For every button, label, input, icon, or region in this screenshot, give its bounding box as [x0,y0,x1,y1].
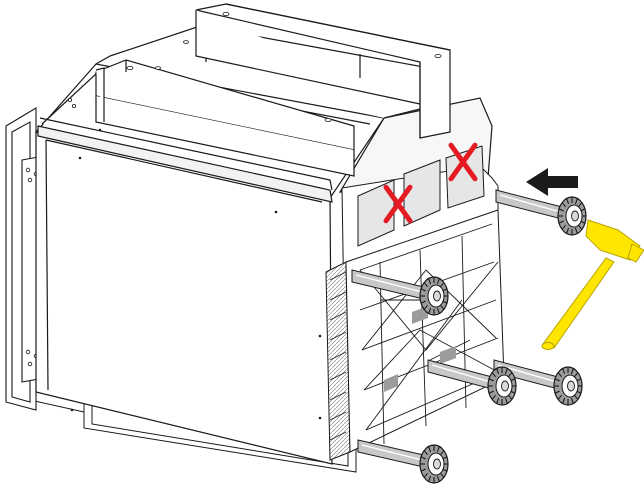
fastener-bottom-left-knurl [423,450,429,456]
fastener-upper-right-rod-highlight [499,194,565,214]
fastener-lower-right-knurl [554,390,560,394]
fastener-bottom-left-knurl [420,456,426,460]
fastener-upper-right-knurl [577,224,583,230]
fastener-lower-right-rod-highlight [497,364,561,384]
fastener-middle-left-knurl [439,304,445,310]
fastener-lower-right-knurl [557,372,563,378]
fastener-lower-center-knurl [496,397,500,404]
fastener-middle-left-knurl [436,278,440,285]
fastener-lower-center-knurl [488,390,494,394]
fastener-lower-right-knurl [570,397,574,404]
fastener-lower-right-knurl [562,397,566,404]
fastener-lower-center-rod-highlight [431,364,495,384]
top-support-beams [68,3,451,177]
fastener-rods [351,189,567,469]
fastener-lower-right [553,366,583,406]
fastener-upper-right [557,196,587,236]
fastener-lower-center-knurl [496,368,500,375]
fastener-middle-left-knurl [420,288,426,292]
hammer-icon [541,219,644,350]
do-not-use-crosses [383,142,478,224]
fastener-upper-right-knurl [558,208,564,212]
fastener-middle-left [419,276,449,316]
fastener-bottom-left-knurl [428,475,432,482]
fastener-upper-right-knurl [566,198,570,205]
fastener-knobs [419,196,587,484]
fastener-lower-center-knurl [507,394,513,400]
fastener-lower-center-knurl [491,372,497,378]
fastener-bottom-left-knurl [439,472,445,478]
fastener-bottom-left-rod [357,439,429,469]
fastener-bottom-left [419,444,449,484]
fastener-middle-left-knurl [423,282,429,288]
fastener-lower-center-knurl [488,378,494,382]
fastener-upper-right-rod [495,189,567,221]
fastener-middle-left-knurl [436,307,440,314]
fastener-lower-center-knurl [504,397,508,404]
fastener-lower-right-knurl [562,368,566,375]
ribbed-grid-panel [325,145,505,461]
fastener-bottom-left-knurl [423,472,429,478]
fastener-upper-right-knurl [558,220,564,224]
fastener-middle-left-knurl [428,278,432,285]
cross-stroke-b [383,184,413,224]
fastener-upper-right-knurl [577,202,583,208]
fastener-bottom-left-rod-highlight [361,444,427,462]
fastener-middle-left-hub [433,290,441,302]
fastener-upper-right-knurl [566,227,570,234]
fastener-middle-left-knurl [420,300,426,304]
fastener-lower-right-knurl [557,394,563,400]
fastener-lower-right-hub [567,380,575,392]
fastener-middle-left-rod-highlight [355,274,427,294]
fastener-middle-left-knurl [428,307,432,314]
fastener-bottom-left-hub [433,458,441,470]
fastener-lower-center-knurl [504,368,508,375]
fastener-upper-right-knurl [561,224,567,230]
fastener-lower-center-knurl [491,394,497,400]
fastener-middle-left-knurl [423,304,429,310]
fastener-bottom-left-knurl [436,475,440,482]
fastener-upper-right-knurl [574,198,578,205]
fastener-bottom-left-knurl [439,450,445,456]
fastener-lower-center-hub [501,380,509,392]
fastener-lower-center-knurl [507,372,513,378]
fastener-upper-right-hub [571,210,579,222]
push-direction-arrow [526,168,578,196]
cross-stroke-b [448,142,478,182]
cross-right-pocket [448,142,478,182]
fastener-lower-right-knurl [573,394,579,400]
fastener-bottom-left-knurl [436,446,440,453]
fastener-lower-right-knurl [570,368,574,375]
fastener-lower-right-knurl [554,378,560,382]
fastener-lower-right-knurl [573,372,579,378]
cross-left-pocket [383,184,413,224]
fastener-bottom-left-knurl [420,468,426,472]
fastener-bottom-left-knurl [428,446,432,453]
fastener-upper-right-knurl [561,202,567,208]
fastener-upper-right-knurl [574,227,578,234]
fastener-middle-left-knurl [439,282,445,288]
fastener-lower-center [487,366,517,406]
